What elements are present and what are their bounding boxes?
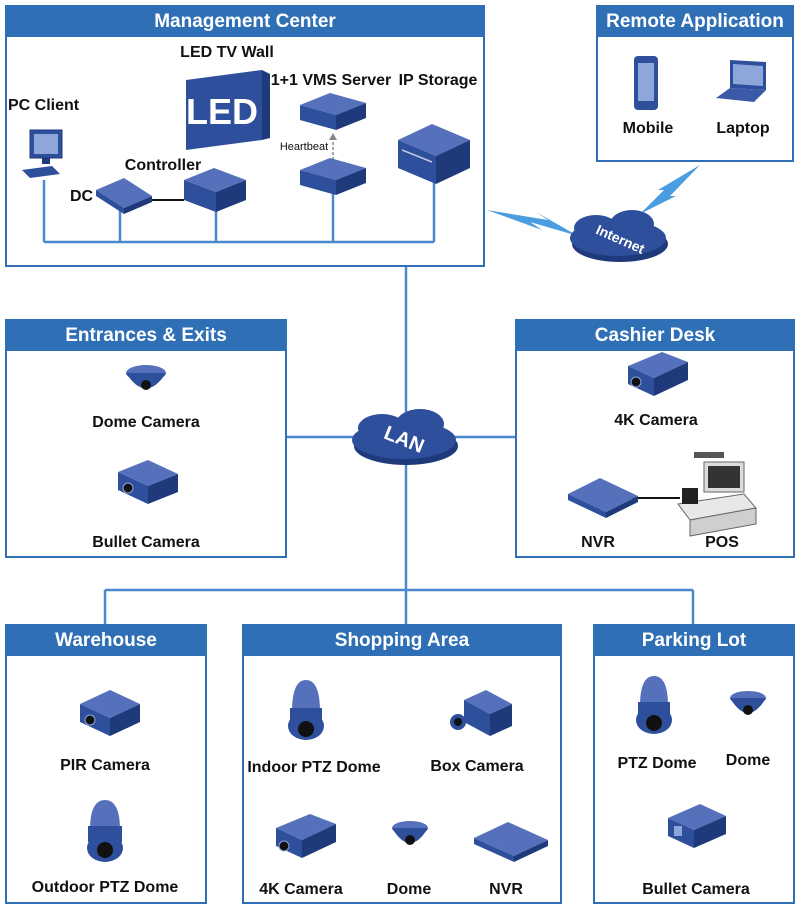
management-center-panel: Management Center [5, 5, 485, 267]
camera-4k-icon [628, 352, 688, 396]
wireless-link-icon [640, 165, 700, 214]
panel-title: Entrances & Exits [7, 321, 285, 351]
ptz-dome-icon [636, 676, 672, 734]
dome-camera-icon [126, 365, 166, 390]
bullet-camera-label: Bullet Camera [642, 881, 750, 898]
indoor-ptz-label: Indoor PTZ Dome [247, 759, 381, 776]
nvr-icon [568, 478, 638, 518]
panel-title: Warehouse [7, 626, 205, 656]
pir-camera-label: PIR Camera [60, 757, 150, 774]
box-camera-label: Box Camera [430, 758, 524, 775]
camera-4k-label: 4K Camera [614, 412, 698, 429]
wireless-link-icon [487, 210, 578, 236]
camera-4k-label: 4K Camera [259, 881, 343, 898]
dc-icon [96, 178, 152, 214]
camera-4k-icon [276, 814, 336, 858]
ip-storage-icon [398, 124, 470, 184]
parking-lot-panel: Parking Lot [593, 624, 795, 904]
dome-icon [392, 821, 428, 845]
internet-cloud-icon: Internet [570, 210, 668, 262]
panel-title: Remote Application [598, 7, 792, 37]
bullet-camera-icon [118, 460, 178, 504]
box-camera-icon [450, 690, 512, 736]
laptop-icon [716, 60, 766, 102]
svg-text:LED: LED [186, 91, 258, 132]
entrances-exits-panel: Entrances & Exits [5, 319, 287, 558]
heartbeat-label: Heartbeat [279, 141, 329, 153]
led-tv-wall-icon: LED [186, 70, 270, 150]
nvr-label: NVR [581, 534, 615, 551]
bullet-camera-icon [668, 804, 726, 848]
controller-icon [184, 168, 246, 212]
pc-client-label: PC Client [8, 97, 80, 114]
vms-server-icon [300, 93, 366, 195]
pir-camera-icon [80, 690, 140, 736]
vms-server-label: 1+1 VMS Server [270, 72, 392, 89]
indoor-ptz-icon [288, 680, 324, 740]
laptop-label: Laptop [716, 120, 770, 137]
pos-label: POS [705, 534, 739, 551]
controller-label: Controller [124, 157, 202, 174]
pos-icon [677, 452, 757, 537]
nvr-icon [474, 822, 548, 862]
ip-storage-label: IP Storage [398, 72, 478, 89]
dome-label: Dome [725, 752, 771, 769]
mobile-icon [634, 56, 658, 110]
bullet-camera-label: Bullet Camera [92, 534, 200, 551]
panel-title: Shopping Area [244, 626, 560, 656]
led-tv-wall-label: LED TV Wall [180, 44, 274, 61]
panel-title: Management Center [7, 7, 483, 37]
dome-icon [730, 691, 766, 715]
pc-client-icon [22, 129, 63, 178]
outdoor-ptz-label: Outdoor PTZ Dome [31, 879, 179, 896]
ptz-dome-label: PTZ Dome [617, 755, 697, 772]
nvr-label: NVR [489, 881, 523, 898]
outdoor-ptz-icon [87, 800, 123, 862]
mobile-label: Mobile [622, 120, 674, 137]
dome-label: Dome [386, 881, 432, 898]
lan-cloud-icon: LAN [352, 409, 458, 465]
dome-camera-label: Dome Camera [92, 414, 200, 431]
remote-application-panel: Remote Application [596, 5, 794, 162]
panel-title: Parking Lot [595, 626, 793, 656]
panel-title: Cashier Desk [517, 321, 793, 351]
dc-label: DC [70, 188, 94, 205]
